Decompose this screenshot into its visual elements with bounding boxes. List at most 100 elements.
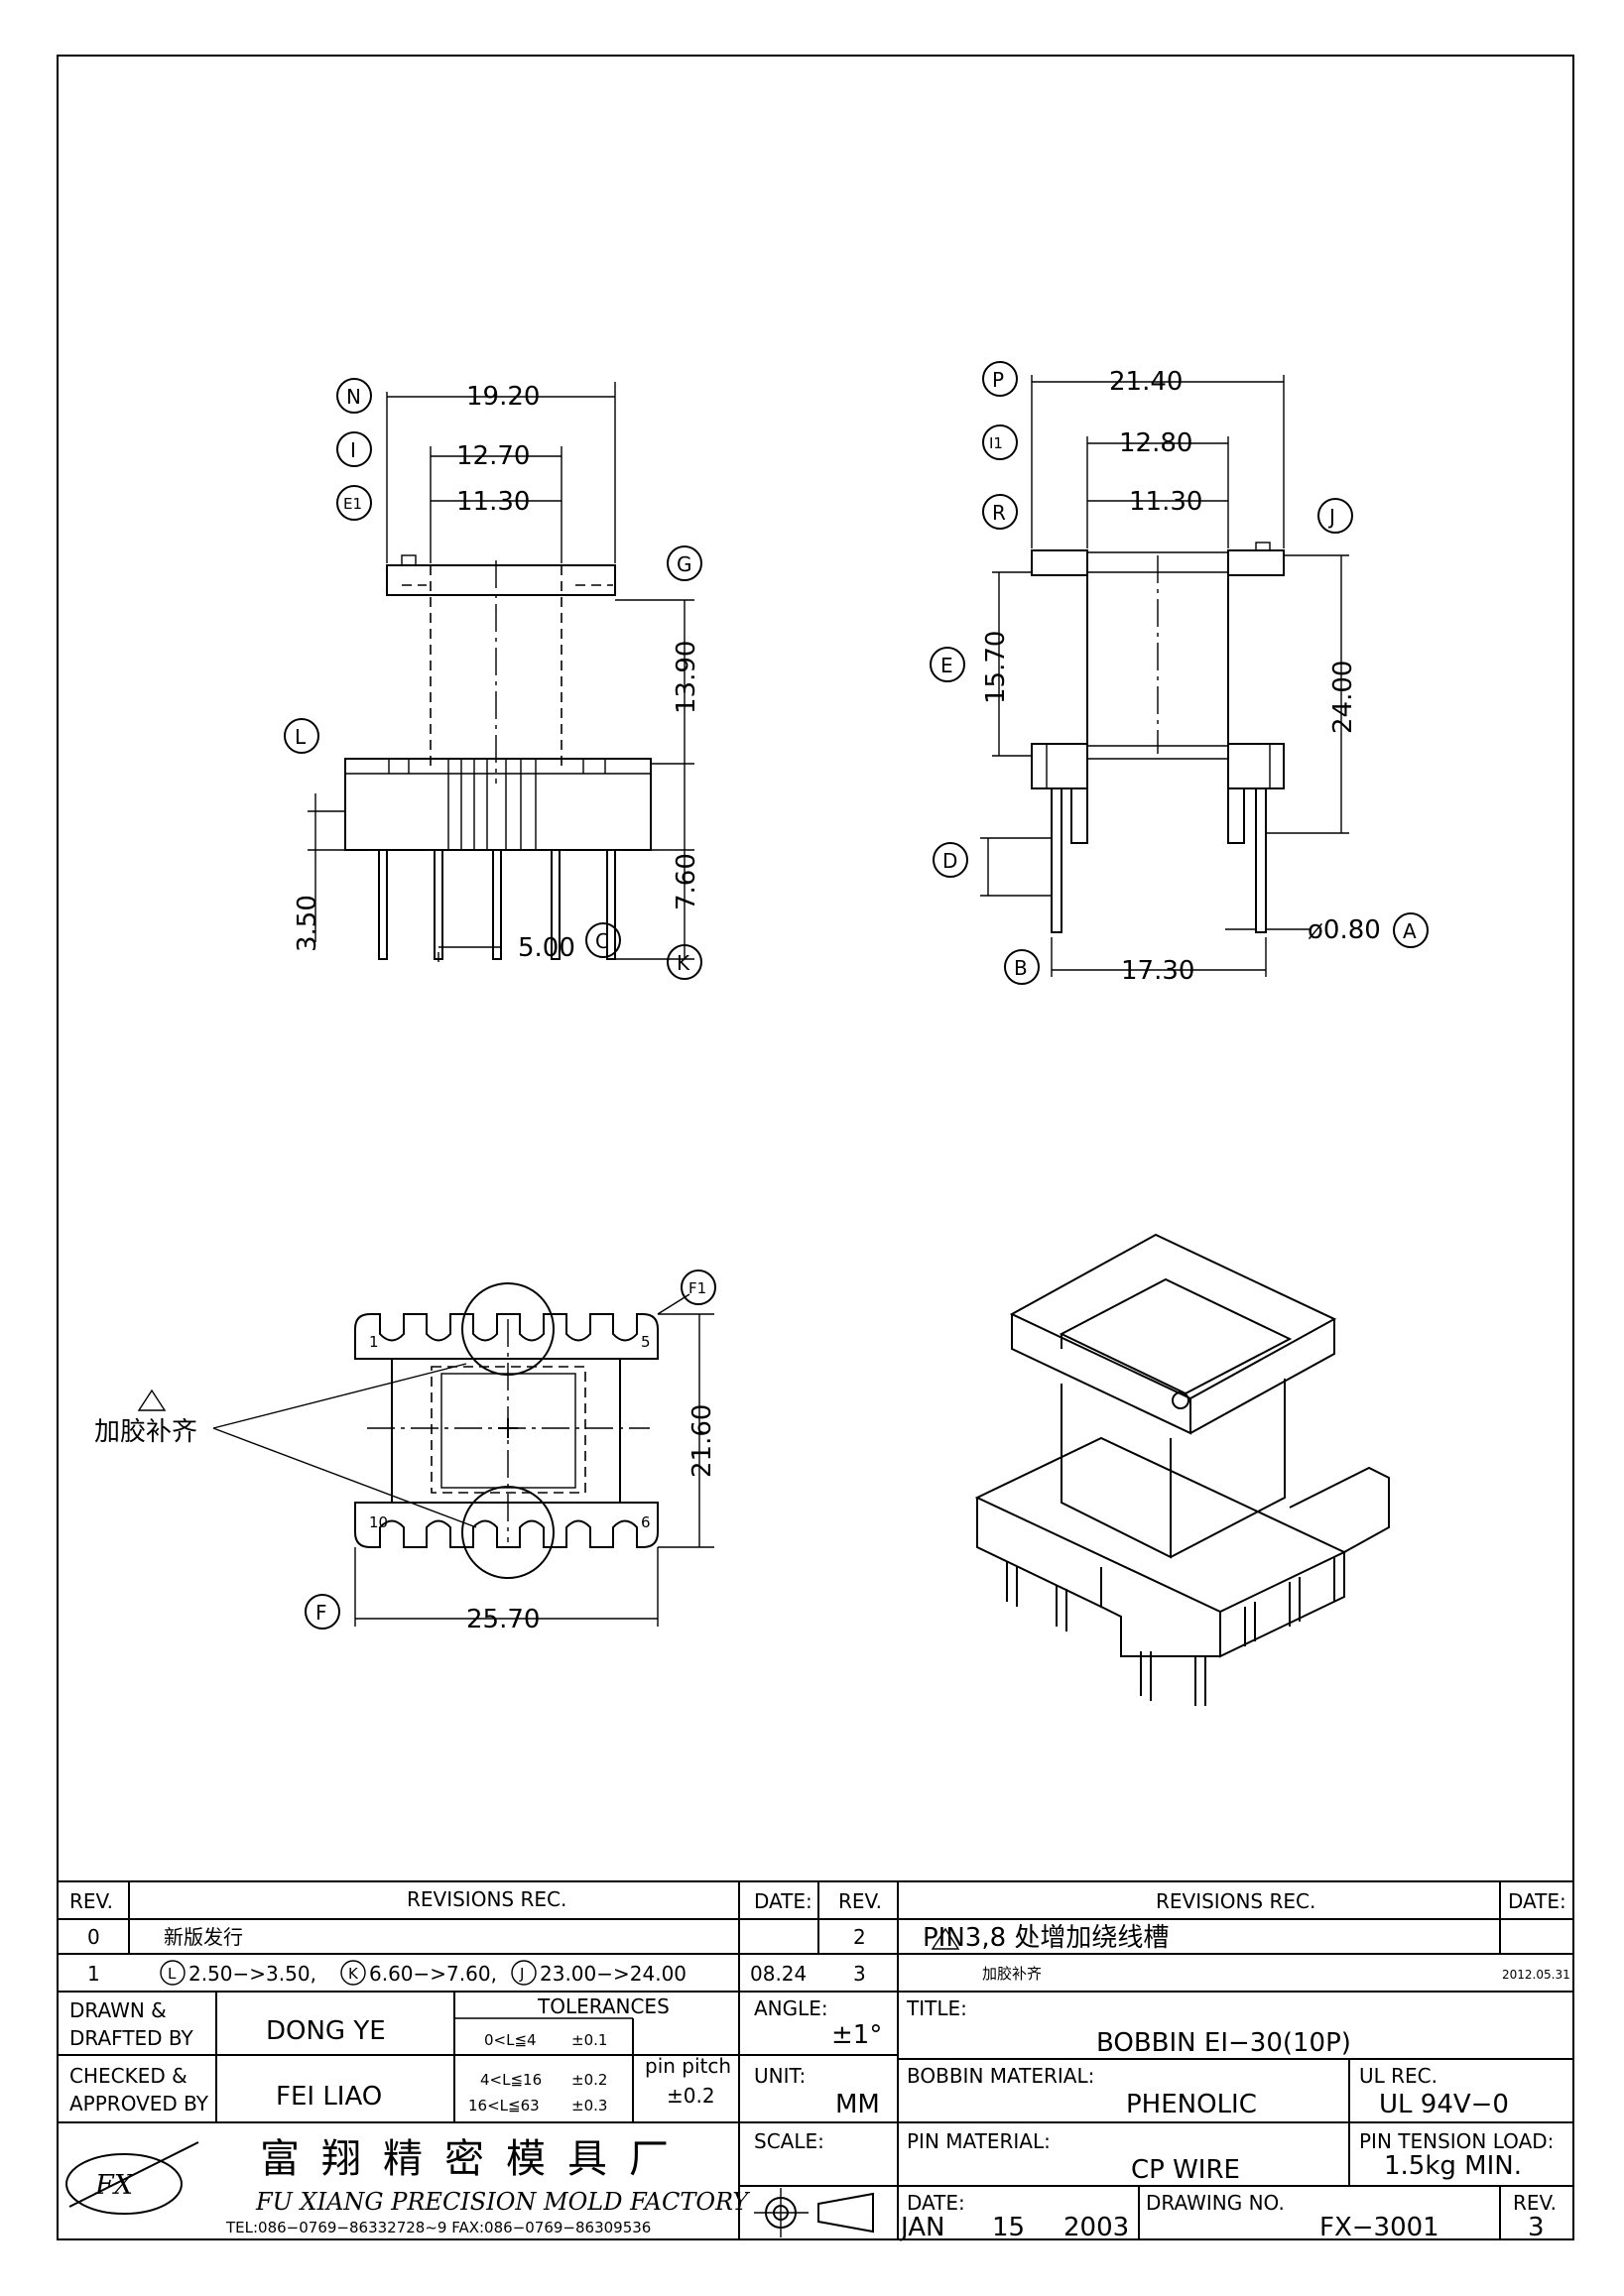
- checked-label-1: CHECKED &: [69, 2064, 187, 2088]
- label-b: B: [1014, 956, 1028, 980]
- dim-13-90: 13.90: [672, 641, 701, 714]
- pin-pitch-label: pin pitch: [645, 2054, 731, 2078]
- rev-1-text-b: 6.60−>7.60,: [369, 1962, 497, 1986]
- rev-3: 3: [853, 1962, 866, 1986]
- rev-2: 2: [853, 1925, 866, 1949]
- pin-pitch-tol: ±0.2: [667, 2084, 715, 2108]
- label-f: F: [315, 1601, 327, 1625]
- date-day: 15: [992, 2213, 1025, 2242]
- label-d: D: [942, 849, 957, 873]
- tol-value-1: ±0.2: [571, 2071, 607, 2089]
- checked-by: FEI LIAO: [276, 2082, 382, 2112]
- revisions-header-right: REVISIONS REC.: [1156, 1889, 1315, 1913]
- label-j: J: [1327, 505, 1335, 529]
- drawn-by: DONG YE: [266, 2016, 386, 2046]
- logo-text: FX: [94, 2170, 135, 2201]
- drawn-label-2: DRAFTED BY: [69, 2026, 194, 2050]
- rev-1-text-c: 23.00−>24.00: [540, 1962, 687, 1986]
- dim-12-70: 12.70: [456, 441, 530, 471]
- side-view: 21.40 12.80 11.30 15.70 24.00 ø0.80 17.3…: [930, 361, 1429, 986]
- dim-12-80: 12.80: [1119, 428, 1192, 458]
- pin-tension-label: PIN TENSION LOAD:: [1359, 2129, 1554, 2153]
- pin-10-label: 10: [369, 1513, 388, 1531]
- drawn-label-1: DRAWN &: [69, 1998, 167, 2022]
- dim-11-30-side: 11.30: [1129, 487, 1202, 517]
- date-header-left: DATE:: [754, 1889, 812, 1913]
- date-label: DATE:: [907, 2191, 965, 2215]
- label-i1: I1: [989, 434, 1003, 452]
- checked-label-2: APPROVED BY: [69, 2092, 209, 2115]
- tol-value-0: ±0.1: [571, 2031, 607, 2049]
- rev-1-text-a: 2.50−>3.50,: [188, 1962, 316, 1986]
- scale-label: SCALE:: [754, 2129, 824, 2153]
- label-f1: F1: [688, 1279, 706, 1297]
- pin-material: CP WIRE: [1131, 2155, 1240, 2185]
- tol-value-2: ±0.3: [571, 2097, 607, 2115]
- label-l: L: [295, 725, 307, 749]
- ul-value: UL 94V−0: [1379, 2090, 1509, 2119]
- dim-24-00: 24.00: [1328, 661, 1358, 734]
- pin-tension: 1.5kg MIN.: [1384, 2151, 1522, 2181]
- rev-0: 0: [87, 1925, 100, 1949]
- bobbin-material-label: BOBBIN MATERIAL:: [907, 2064, 1094, 2088]
- drawing-no-label: DRAWING NO.: [1146, 2191, 1285, 2215]
- dim-21-60: 21.60: [687, 1404, 717, 1478]
- pin-1-label: 1: [369, 1333, 379, 1351]
- company-logo-icon: [65, 2153, 183, 2215]
- dim-5-00: 5.00: [518, 933, 575, 963]
- ul-label: UL REC.: [1359, 2064, 1437, 2088]
- revisions-header-left: REVISIONS REC.: [407, 1887, 566, 1911]
- rev-1-circle-k: K: [348, 1965, 359, 1983]
- front-view: 19.20 12.70 11.30 13.90 7.60 5.00 3.50 N…: [284, 378, 702, 980]
- label-e1: E1: [343, 495, 362, 513]
- drawing-no: FX−3001: [1319, 2213, 1439, 2242]
- bottom-view: 25.70 21.60 1 5 10 6 加胶补齐 F1 F: [94, 1269, 717, 1634]
- rev-header-right: REV.: [838, 1889, 882, 1913]
- pin-5-label: 5: [641, 1333, 651, 1351]
- company-name-zh: 富翔精密模具厂: [260, 2136, 690, 2182]
- label-e: E: [940, 654, 953, 677]
- sheet-border: [57, 55, 1574, 2240]
- dim-3-50: 3.50: [293, 895, 322, 952]
- date-header-right: DATE:: [1508, 1889, 1566, 1913]
- rev-header-left: REV.: [69, 1889, 113, 1913]
- rev-1-circle-l: L: [168, 1965, 177, 1983]
- dim-15-70: 15.70: [981, 631, 1011, 704]
- date-year: 2003: [1063, 2213, 1129, 2242]
- title-label: TITLE:: [906, 1996, 967, 2020]
- tol-range-2: 16<L≦63: [468, 2097, 540, 2115]
- label-c: C: [595, 929, 609, 953]
- tol-range-0: 0<L≦4: [484, 2031, 537, 2049]
- rev-3-date: 2012.05.31: [1502, 1968, 1570, 1982]
- rev-1: 1: [87, 1962, 100, 1986]
- label-k: K: [677, 951, 690, 975]
- pin-material-label: PIN MATERIAL:: [907, 2129, 1051, 2153]
- rev-label: REV.: [1513, 2191, 1557, 2215]
- date-month: JAN: [899, 2213, 944, 2242]
- rev-3-text: 加胶补齐: [982, 1965, 1042, 1983]
- angle-value: ±1°: [831, 2020, 882, 2050]
- tol-range-1: 4<L≦16: [480, 2071, 542, 2089]
- company-contact: TEL:086−0769−86332728~9 FAX:086−0769−863…: [225, 2219, 651, 2236]
- dim-11-30: 11.30: [456, 487, 530, 517]
- rev-1-date: 08.24: [750, 1962, 807, 1986]
- label-g: G: [677, 552, 692, 576]
- title-value: BOBBIN EI−30(10P): [1096, 2028, 1351, 2058]
- bobbin-material: PHENOLIC: [1126, 2090, 1257, 2119]
- pin-6-label: 6: [641, 1513, 651, 1531]
- label-i: I: [350, 438, 356, 462]
- label-p: P: [992, 368, 1004, 392]
- dim-17-30: 17.30: [1121, 956, 1194, 986]
- isometric-view: [974, 1233, 1390, 1706]
- title-block-grid: FX: [58, 1880, 1573, 2239]
- label-r: R: [992, 501, 1006, 525]
- rev-0-text: 新版发行: [164, 1925, 243, 1949]
- unit-label: UNIT:: [754, 2064, 806, 2088]
- rev-2-text: PIN3,8 处增加绕线槽: [923, 1923, 1169, 1953]
- label-n: N: [346, 385, 361, 409]
- company-name-en: FU XIANG PRECISION MOLD FACTORY: [255, 2188, 750, 2216]
- dim-21-40: 21.40: [1109, 367, 1183, 397]
- glue-note: 加胶补齐: [94, 1417, 197, 1447]
- unit-value: MM: [835, 2090, 880, 2119]
